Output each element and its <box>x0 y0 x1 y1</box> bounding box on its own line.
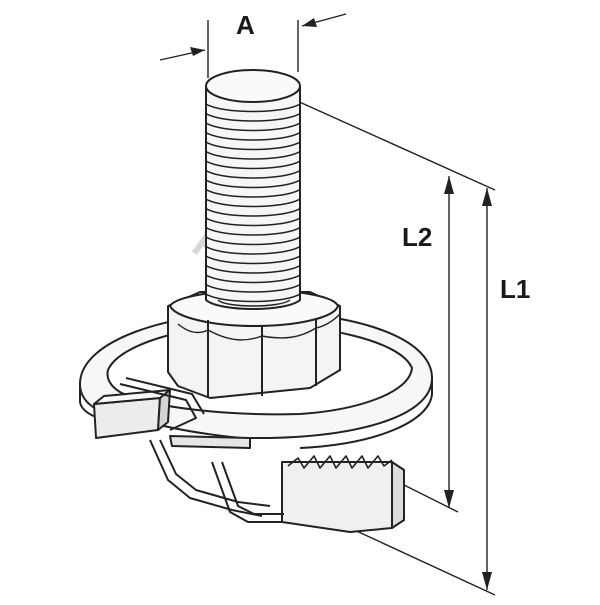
l1-arrowhead-bottom <box>482 572 492 590</box>
thread-ridge <box>206 160 300 170</box>
thread-ridge <box>206 112 300 122</box>
thread-ridge <box>206 150 300 160</box>
thread-ridge <box>206 293 300 303</box>
thread-ridge <box>206 169 300 179</box>
thread-ridge <box>206 188 300 198</box>
thread-ridge <box>206 179 300 189</box>
l1-arrowhead-top <box>482 188 492 206</box>
thread-ridge <box>206 198 300 208</box>
dimension-label-l2: L2 <box>402 222 432 252</box>
dimension-arrowheads <box>190 18 492 590</box>
thread-ridge <box>206 283 300 293</box>
thread-ridge <box>206 236 300 246</box>
thread-ridge <box>206 255 300 265</box>
clip-tab <box>93 377 205 439</box>
slot-nut <box>281 455 405 533</box>
l2-arrowhead-bottom <box>444 490 454 508</box>
thread-ridge <box>206 103 300 113</box>
thread-ridge <box>206 122 300 132</box>
dimension-label-a: A <box>236 10 255 40</box>
thread-ridge <box>206 217 300 227</box>
thread-ridge <box>206 245 300 255</box>
thread-ridge <box>206 207 300 217</box>
l2-arrowhead-top <box>444 176 454 194</box>
a-arrowhead-right <box>302 18 317 27</box>
thread-lines <box>206 103 300 303</box>
thread-ridge <box>206 131 300 141</box>
thread-ridge <box>206 226 300 236</box>
spring-clip <box>149 439 284 523</box>
dimension-lines <box>159 13 496 596</box>
dimension-label-l1: L1 <box>500 274 530 304</box>
a-arrowhead-left <box>190 47 205 56</box>
threaded-shaft <box>205 69 301 310</box>
thread-ridge <box>206 141 300 151</box>
part-drawing <box>79 69 433 533</box>
thread-ridge <box>206 274 300 284</box>
thread-ridge <box>206 264 300 274</box>
l1-bottom-extension <box>349 527 496 596</box>
